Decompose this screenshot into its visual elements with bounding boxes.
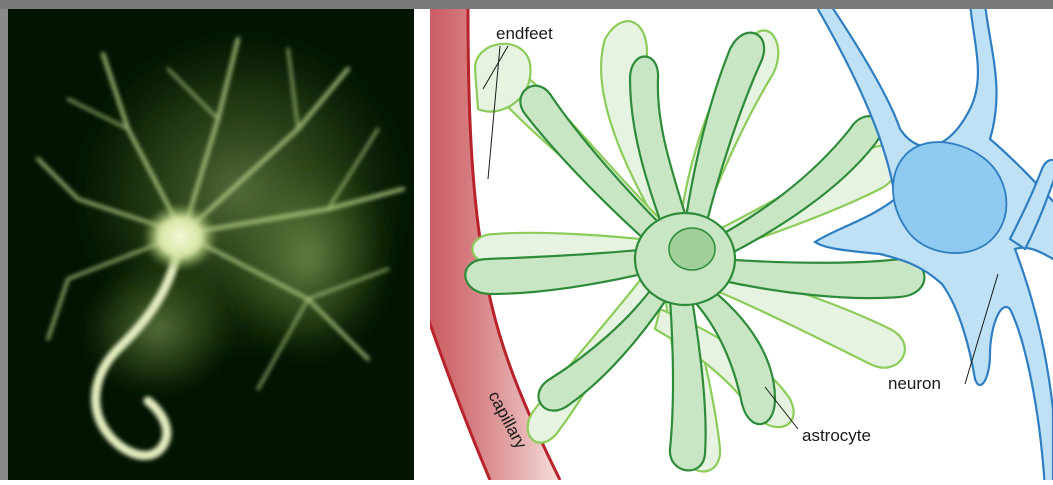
astrocyte-schematic-diagram: endfeet astrocyte neuron capillary — [430, 9, 1053, 480]
diagram-canvas: endfeet astrocyte neuron capillary — [430, 9, 1053, 480]
astrocyte-micrograph-panel — [8, 9, 414, 480]
astrocyte-nucleus — [669, 228, 715, 270]
top-frame-bar — [0, 0, 1053, 9]
endfeet-label: endfeet — [496, 24, 553, 43]
neuron-label: neuron — [888, 374, 941, 393]
panel-divider — [414, 9, 430, 480]
astrocyte-label: astrocyte — [802, 426, 871, 445]
left-frame-strip — [0, 9, 8, 480]
astrocyte-micrograph-icon — [8, 9, 414, 480]
